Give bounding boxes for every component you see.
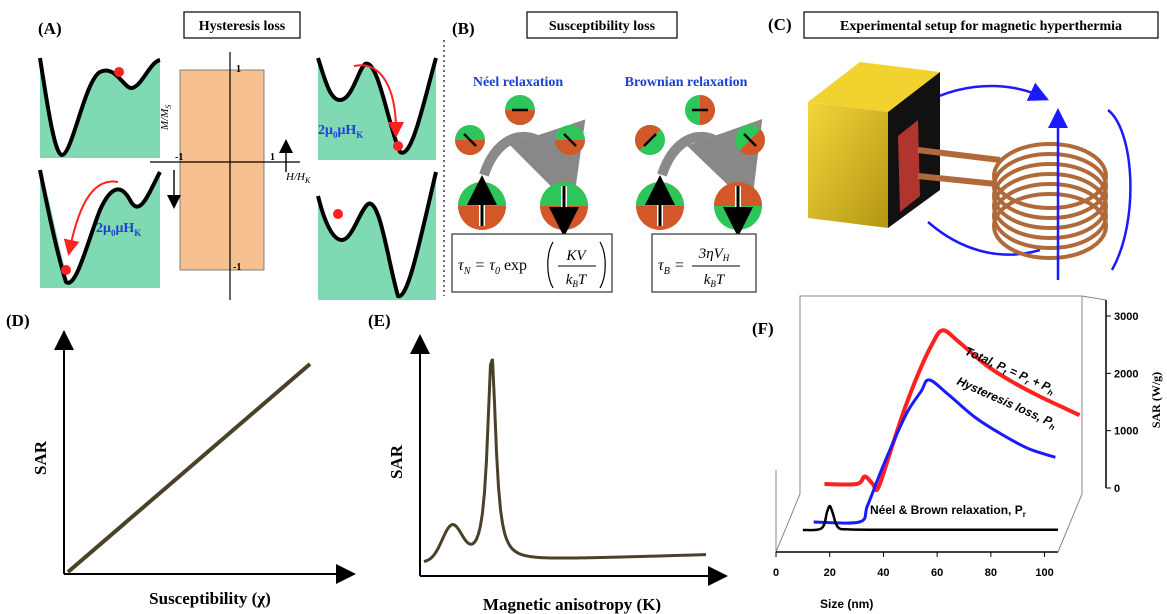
neel-big-spheres xyxy=(458,175,588,237)
f-y-tick-label: 1000 xyxy=(1114,426,1138,438)
svg-text:kBT: kBT xyxy=(566,272,588,289)
f-box xyxy=(775,295,1083,553)
f-y-tick-label: 2000 xyxy=(1114,368,1138,380)
d-y-label: SAR xyxy=(31,440,50,475)
field-label: 2μ0μHK xyxy=(318,123,363,140)
switch-arrow xyxy=(353,64,404,138)
relaxation-arrow xyxy=(657,118,763,208)
particle-dot xyxy=(393,141,403,151)
svg-text:3ηVH: 3ηVH xyxy=(698,246,730,263)
f-box-edge xyxy=(1057,493,1083,553)
f-y-ticks: 0 1000 2000 3000 xyxy=(1106,311,1138,495)
panel-f: (F) 0 20 40 60 80 100 0 1000 2000 3000 Size (nm)… xyxy=(752,295,1163,611)
panel-b-label: (B) xyxy=(452,19,475,38)
energy-well-top-right: 2μ0μHK xyxy=(316,57,438,160)
field-line xyxy=(1107,109,1132,271)
panel-e: (E) SAR Magnetic anisotropy (K) xyxy=(368,311,728,614)
panel-f-label: (F) xyxy=(752,319,774,338)
f-x-tick-label: 40 xyxy=(877,567,889,579)
energy-well-bottom-left: 2μ0μHK xyxy=(38,169,162,288)
f-x-tick-label: 60 xyxy=(931,567,943,579)
d-x-label: Susceptibility (χ) xyxy=(149,589,271,608)
particle-dot xyxy=(114,67,124,77)
f-y-tick-label: 3000 xyxy=(1114,311,1138,323)
tick-label: 1 xyxy=(270,152,275,163)
energy-well-bottom-right xyxy=(316,171,438,300)
particle-dot xyxy=(333,209,343,219)
e-series-line xyxy=(423,358,707,564)
f-x-tick-label: 20 xyxy=(824,567,836,579)
svg-text:τN = τ0 exp: τN = τ0 exp xyxy=(458,257,527,277)
brown-title: Brownian relaxation xyxy=(625,75,748,90)
f-x-ticks: 0 20 40 60 80 100 xyxy=(773,552,1054,579)
f-x-label: Size (nm) xyxy=(820,597,873,611)
neel-title: Néel relaxation xyxy=(473,75,564,90)
f-relax-label: Néel & Brown relaxation, Pr xyxy=(870,503,1026,519)
panel-c-label: (C) xyxy=(768,15,792,34)
copper-coil xyxy=(917,142,1108,260)
f-x-tick-label: 100 xyxy=(1035,567,1053,579)
neel-spheres xyxy=(455,95,585,155)
field-line xyxy=(927,221,1041,256)
hysteresis-loop xyxy=(179,69,265,271)
panel-a-title: Hysteresis loss xyxy=(199,19,286,34)
panel-d-label: (D) xyxy=(6,311,30,330)
tick-label: -1 xyxy=(175,152,183,163)
svg-text:KV: KV xyxy=(565,248,587,264)
relaxation-arrow xyxy=(479,119,586,208)
neel-formula: τN = τ0 exp KV kBT xyxy=(451,233,613,293)
particle-dot xyxy=(61,265,71,275)
panel-c-title-box xyxy=(803,11,1159,39)
y-axis-label: M/MS xyxy=(159,105,173,131)
tick-label: -1 xyxy=(233,262,241,273)
coil-generator xyxy=(808,62,940,228)
f-x-tick-label: 0 xyxy=(773,567,779,579)
f-hysteresis-line xyxy=(813,378,1056,525)
f-x-tick-label: 80 xyxy=(985,567,997,579)
brown-spheres xyxy=(635,95,765,155)
f-relaxation-line xyxy=(802,504,1058,532)
f-box-edge xyxy=(1081,295,1107,301)
panel-c: (C) Experimental setup for magnetic hype… xyxy=(768,11,1159,280)
f-y-label: SAR (W/g) xyxy=(1149,372,1163,428)
brown-big-spheres xyxy=(636,175,762,237)
panel-c-title: Experimental setup for magnetic hyperthe… xyxy=(840,19,1122,34)
panel-b: (B) Susceptibility loss Néel relaxation … xyxy=(451,11,765,293)
f-total-line xyxy=(824,328,1081,493)
e-y-label: SAR xyxy=(387,444,406,479)
brown-formula: τB = 3ηVH kBT xyxy=(651,233,757,293)
svg-text:kBT: kBT xyxy=(704,272,726,289)
field-label: 2μ0μHK xyxy=(96,221,141,238)
x-axis-label: H/HK xyxy=(285,171,311,185)
e-x-label: Magnetic anisotropy (K) xyxy=(483,595,661,614)
panel-a-label: (A) xyxy=(38,19,62,38)
panel-a-title-box xyxy=(183,11,301,39)
f-y-tick-label: 0 xyxy=(1114,483,1120,495)
tick-label: 1 xyxy=(236,64,241,75)
d-series-line xyxy=(66,362,312,574)
panel-e-label: (E) xyxy=(368,311,391,330)
panel-b-title-box xyxy=(526,11,678,39)
energy-well-top-left xyxy=(38,57,161,158)
panel-d: (D) SAR Susceptibility (χ) xyxy=(6,311,356,608)
panel-b-title: Susceptibility loss xyxy=(549,19,656,34)
panel-a: (A) Hysteresis loss 2μ0μHK 1 1 -1 -1 M/M… xyxy=(38,11,438,300)
switch-arrow xyxy=(63,180,119,256)
